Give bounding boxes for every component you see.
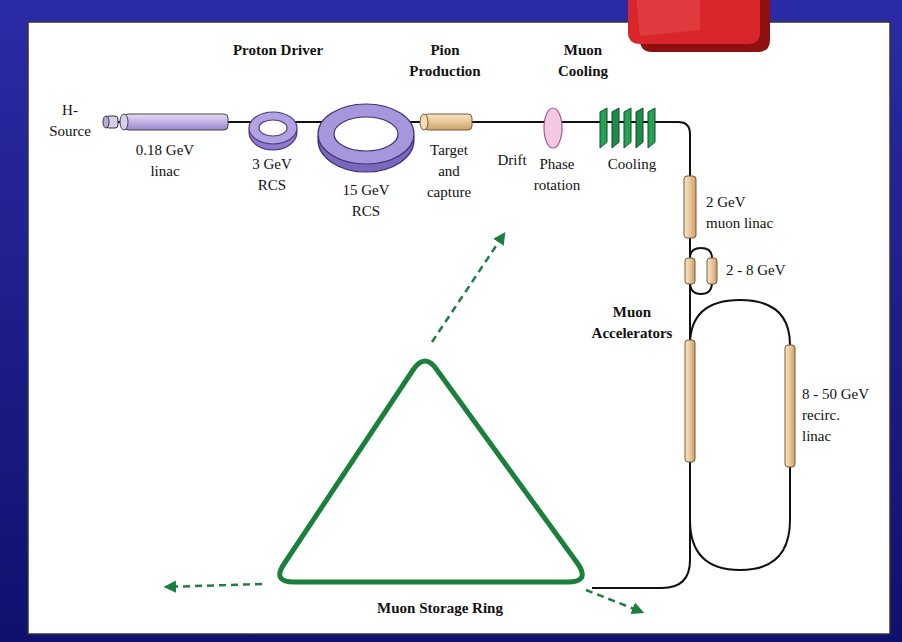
part-label: 2 - 8 GeV [726, 260, 806, 281]
neutrino-beams [166, 234, 642, 612]
rcs-ring [318, 104, 414, 172]
section-heading: Muon Cooling [548, 40, 618, 82]
part-label: Cooling [602, 154, 662, 175]
linac-cylinder [120, 114, 228, 130]
panel [28, 22, 890, 634]
part-label: Target and capture [422, 140, 477, 203]
recirculating-linac [685, 300, 795, 570]
ion-source [103, 116, 118, 128]
part-label: 2 GeV muon linac [706, 192, 778, 234]
part-label: 3 GeV RCS [247, 154, 297, 196]
part-label: Phase rotation [530, 154, 585, 196]
section-heading: Pion Production [400, 40, 490, 82]
rcs-ring [249, 112, 297, 150]
part-label: 0.18 GeV linac [130, 140, 200, 182]
part-label: Drift [492, 150, 532, 171]
part-label: H- Source [45, 100, 95, 142]
target-cylinder [420, 114, 472, 130]
section-heading: Proton Driver [218, 40, 338, 61]
red-tab [628, 0, 770, 52]
part-label: 8 - 50 GeV recirc. linac [802, 384, 871, 447]
small-recirculator [685, 248, 717, 294]
part-label: 15 GeV RCS [339, 180, 394, 222]
muon-linac [684, 176, 696, 238]
beam-line [112, 122, 690, 588]
section-heading: Muon Accelerators [582, 302, 682, 344]
cooling-stack [600, 108, 655, 148]
storage-ring [280, 361, 582, 582]
phase-rotation-disc [544, 108, 562, 148]
section-heading: Muon Storage Ring [355, 598, 525, 619]
